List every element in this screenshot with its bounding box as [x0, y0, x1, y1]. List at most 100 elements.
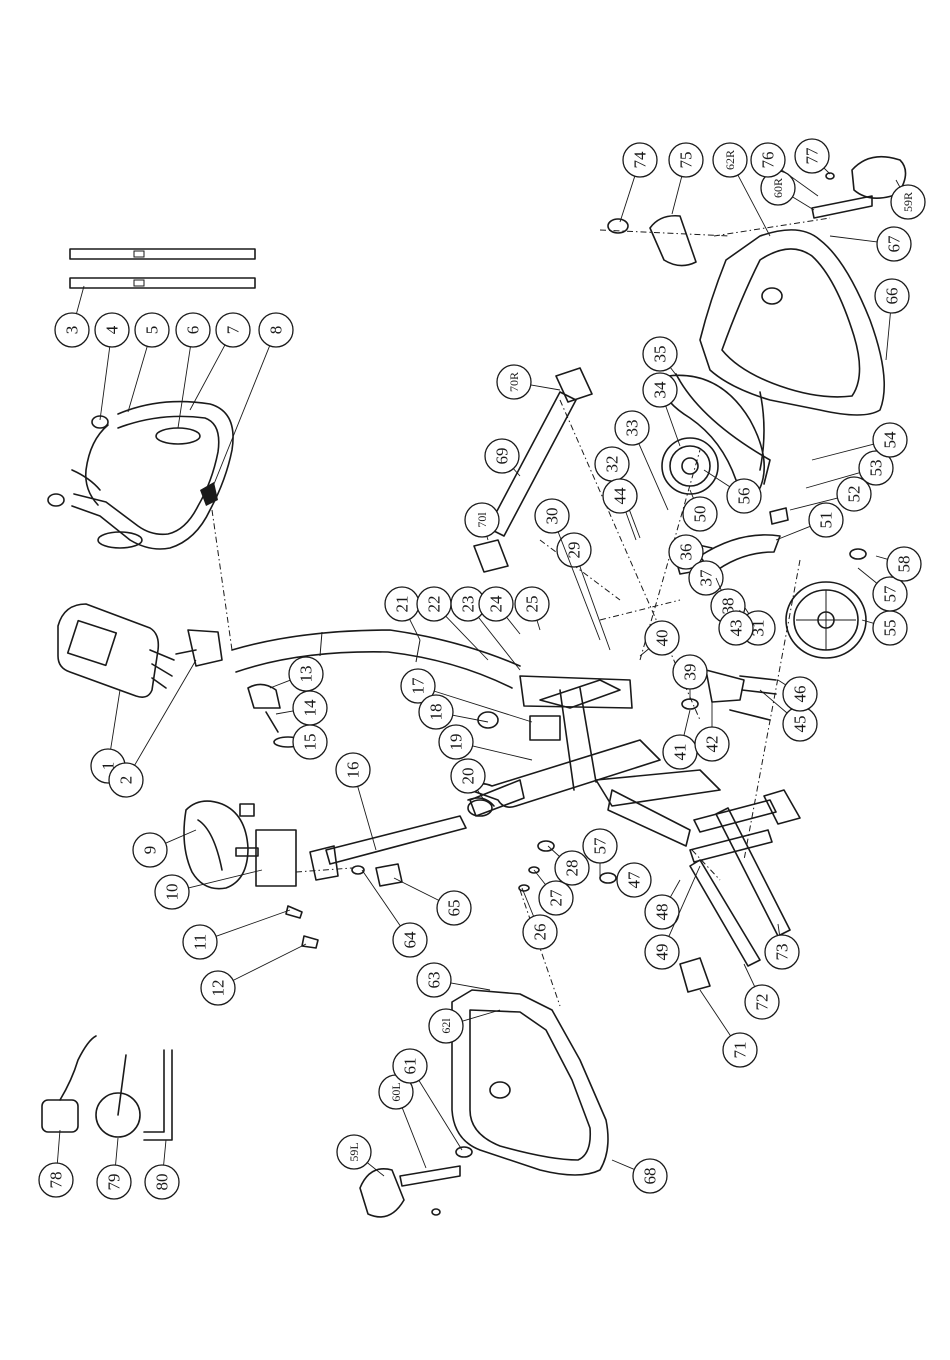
callout-leader-line — [76, 286, 84, 314]
callout-leader-line — [620, 176, 635, 222]
callout-leader-line — [57, 1130, 60, 1163]
callout-part-10: 10 — [155, 870, 262, 909]
callout-leader-line — [640, 649, 649, 656]
callout-part-73: 73 — [765, 924, 799, 969]
callout-leader-line — [744, 964, 755, 987]
callout-part-16: 16 — [336, 753, 376, 850]
callout-leader-line — [531, 385, 560, 390]
callout-leader-line — [684, 710, 690, 735]
callout-number: 59L — [347, 1142, 361, 1161]
callout-leader-line — [862, 620, 874, 623]
callout-leader-line — [164, 1140, 166, 1165]
callout-part-69: 69 — [485, 439, 520, 476]
callout-leader-line — [896, 180, 900, 187]
callout-number: 5 — [143, 326, 162, 335]
callout-part-55: 55 — [862, 611, 907, 645]
callout-number: 74 — [631, 151, 650, 169]
callout-number: 59R — [901, 192, 915, 212]
callout-part-78: 78 — [39, 1130, 73, 1197]
callout-leader-line — [534, 870, 545, 885]
callout-part-66: 66 — [875, 279, 909, 360]
callout-number: 32 — [603, 456, 622, 473]
callout-part-42: 42 — [695, 702, 729, 761]
callout-part-72: 72 — [744, 964, 779, 1019]
callout-number: 36 — [677, 544, 696, 561]
callout-leader-line — [537, 620, 540, 630]
callout-leader-line — [276, 711, 293, 714]
callout-number: 9 — [141, 846, 160, 855]
callout-number: 39 — [681, 664, 700, 681]
callout-leader-line — [473, 746, 532, 760]
callout-number: 23 — [459, 596, 478, 613]
callout-number: 13 — [297, 666, 316, 683]
callout-leader-line — [111, 690, 120, 749]
callout-part-14: 14 — [276, 691, 327, 725]
callout-number: 24 — [487, 595, 506, 613]
callout-leader-line — [128, 346, 147, 412]
callout-number: 62l — [439, 1018, 453, 1034]
callout-number: 79 — [105, 1174, 124, 1191]
callout-number: 18 — [427, 704, 446, 721]
callout-number: 53 — [867, 460, 886, 477]
callout-number: 62R — [723, 150, 737, 170]
callout-leader-line — [410, 619, 420, 640]
callout-number: 15 — [301, 734, 320, 751]
callout-leader-line — [166, 830, 196, 843]
callout-number: 11 — [191, 934, 210, 950]
callout-leader-line — [100, 347, 110, 420]
callout-number: 71 — [731, 1042, 750, 1059]
callout-number: 55 — [881, 620, 900, 637]
callout-leader-line — [776, 526, 810, 540]
callout-leader-line — [507, 617, 520, 634]
callout-number: 60R — [771, 178, 785, 198]
callout-leader-line — [672, 176, 682, 214]
callout-part-50: 50 — [683, 490, 717, 531]
callout-leader-line — [451, 983, 490, 990]
callout-part-34: 34 — [643, 373, 680, 446]
callout-part-79: 79 — [97, 1138, 131, 1199]
callout-number: 50 — [691, 506, 710, 523]
callout-part-59L: 59L — [337, 1135, 384, 1176]
callout-number: 46 — [791, 686, 810, 703]
callout-number: 43 — [727, 620, 746, 637]
callout-number: 78 — [47, 1172, 66, 1189]
callout-leader-line — [580, 566, 610, 650]
callout-number: 61 — [401, 1058, 420, 1075]
callout-part-75: 75 — [669, 143, 703, 214]
callout-number: 28 — [563, 860, 582, 877]
callout-part-11: 11 — [183, 910, 290, 959]
callout-part-13: 13 — [270, 657, 323, 691]
callout-number: 6 — [184, 326, 203, 335]
callout-number: 77 — [803, 147, 822, 165]
callout-number: 10 — [163, 884, 182, 901]
part-tools — [42, 1036, 172, 1140]
callout-part-70R: 70R — [497, 365, 560, 399]
callout-part-37: 37 — [689, 561, 723, 595]
callout-number: 57 — [881, 585, 900, 603]
callout-number: 35 — [651, 346, 670, 363]
callout-number: 25 — [523, 596, 542, 613]
callout-leader-line — [402, 1108, 426, 1168]
callout-number: 63 — [425, 972, 444, 989]
callout-number: 58 — [895, 556, 914, 573]
callout-leader-line — [858, 568, 877, 583]
callout-part-5: 5 — [128, 313, 169, 412]
callout-part-9: 9 — [133, 830, 196, 867]
callout-part-40: 40 — [640, 621, 679, 656]
callout-leader-line — [419, 1080, 462, 1150]
callout-number: 33 — [623, 420, 642, 437]
callout-number: 75 — [677, 152, 696, 169]
callout-number: 56 — [735, 488, 754, 505]
callout-number: 47 — [625, 871, 644, 889]
callout-part-62L: 62l — [429, 1009, 500, 1043]
callout-number: 65 — [445, 900, 464, 917]
callout-number: 19 — [447, 734, 466, 751]
callout-leader-line — [453, 715, 488, 722]
callout-number: 48 — [653, 904, 672, 921]
callout-number: 69 — [493, 448, 512, 465]
callout-leader-line — [189, 870, 262, 888]
callout-leader-line — [216, 910, 290, 936]
callout-part-15: 15 — [293, 725, 327, 759]
callout-number: 45 — [791, 716, 810, 733]
